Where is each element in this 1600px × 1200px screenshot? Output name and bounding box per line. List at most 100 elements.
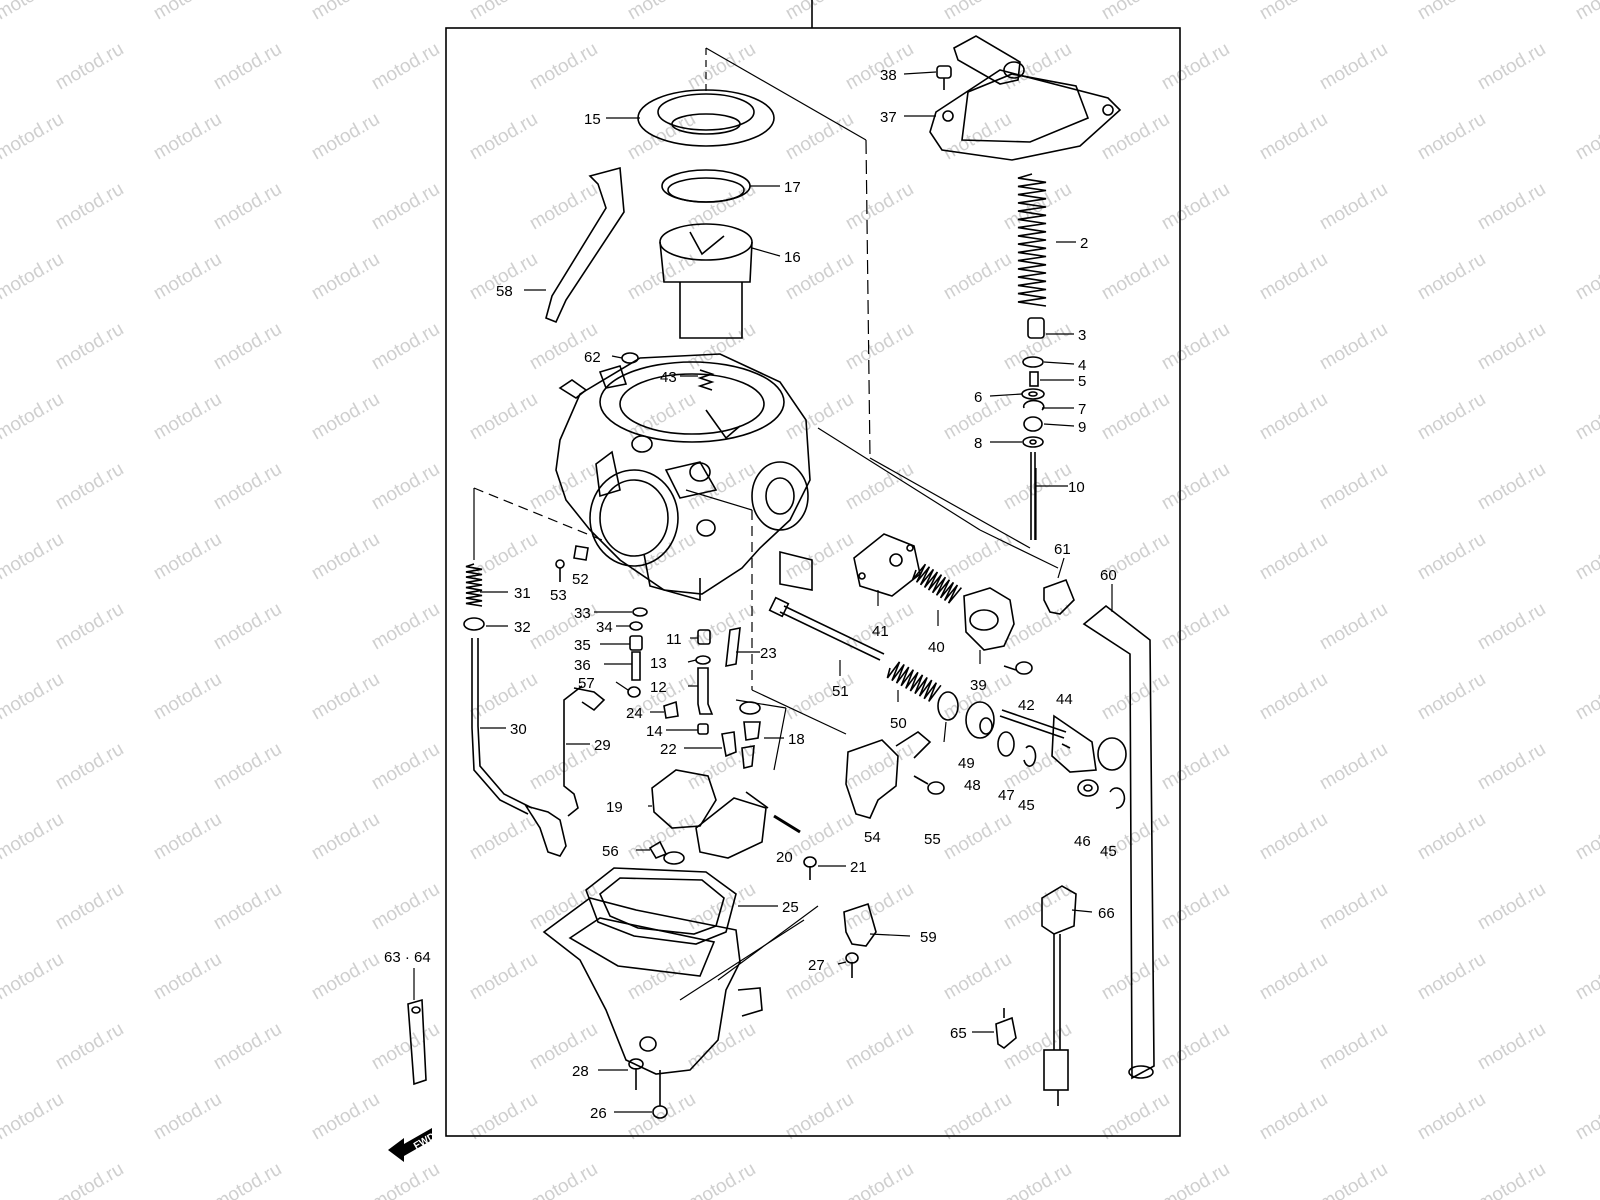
watermark-text: motod.ru	[526, 1159, 601, 1200]
watermark-text: motod.ru	[210, 179, 285, 235]
watermark-text: motod.ru	[1158, 1019, 1233, 1075]
jets-11-14	[663, 627, 741, 735]
watermark-text: motod.ru	[1158, 179, 1233, 235]
spring-31	[465, 563, 483, 607]
rod-29	[563, 685, 606, 817]
watermark-text: motod.ru	[1316, 1019, 1391, 1075]
watermark-text: motod.ru	[1256, 0, 1331, 24]
watermark-text: motod.ru	[210, 739, 285, 795]
watermark-text: motod.ru	[0, 0, 67, 24]
watermark-text: motod.ru	[624, 389, 699, 445]
screw-55	[913, 775, 945, 795]
watermark-text: motod.ru	[1414, 249, 1489, 305]
part-label-45a: 45	[1018, 797, 1035, 814]
watermark-text: motod.ru	[0, 529, 67, 585]
part-label-9: 9	[1078, 419, 1086, 436]
part-label-66: 66	[1098, 905, 1115, 922]
watermark-text: motod.ru	[684, 319, 759, 375]
watermark-text: motod.ru	[1474, 599, 1549, 655]
part-label-47: 47	[998, 787, 1015, 804]
watermark-text: motod.ru	[150, 109, 225, 165]
part-label-65: 65	[950, 1025, 967, 1042]
watermark-text: motod.ru	[1158, 39, 1233, 95]
watermark-text: motod.ru	[1158, 459, 1233, 515]
watermark-text: motod.ru	[1256, 249, 1331, 305]
part-label-57: 57	[578, 675, 595, 692]
part-label-30: 30	[510, 721, 527, 738]
part-label-21: 21	[850, 859, 867, 876]
watermark-text: motod.ru	[466, 949, 541, 1005]
part-label-18: 18	[788, 731, 805, 748]
watermark-text: motod.ru	[308, 529, 383, 585]
watermark-text: motod.ru	[52, 319, 127, 375]
watermark-text: motod.ru	[210, 319, 285, 375]
needle-parts-3-9	[1021, 317, 1045, 540]
watermark-text: motod.ru	[1256, 809, 1331, 865]
part-label-27: 27	[808, 957, 825, 974]
part-label-23: 23	[760, 645, 777, 662]
watermark-text: motod.ru	[782, 389, 857, 445]
watermark-text: motod.ru	[368, 599, 443, 655]
cable-30	[471, 638, 567, 857]
watermark-text: motod.ru	[1000, 1019, 1075, 1075]
screw-52	[573, 545, 589, 561]
watermark-text: motod.ru	[0, 669, 67, 725]
watermark-text: motod.ru	[1572, 0, 1600, 24]
part-label-13: 13	[650, 655, 667, 672]
watermark-text: motod.ru	[940, 249, 1015, 305]
watermark-text: motod.ru	[1316, 1159, 1391, 1200]
watermark-text: motod.ru	[52, 739, 127, 795]
sensor-54	[845, 731, 932, 819]
watermark-text: motod.ru	[1098, 949, 1173, 1005]
part-label-4: 4	[1078, 357, 1086, 374]
watermark-text: motod.ru	[940, 109, 1015, 165]
part-label-62: 62	[584, 349, 601, 366]
clamp-61	[1043, 578, 1075, 615]
watermark-text: motod.ru	[1572, 109, 1600, 165]
watermark-text: motod.ru	[150, 809, 225, 865]
screw-28	[628, 1058, 644, 1090]
part-label-22: 22	[660, 741, 677, 758]
watermark-text: motod.ru	[1098, 389, 1173, 445]
nut-48	[965, 701, 995, 739]
part-label-36: 36	[574, 657, 591, 674]
part-label-28: 28	[572, 1063, 589, 1080]
watermark-text: motod.ru	[368, 39, 443, 95]
watermark-text: motod.ru	[782, 109, 857, 165]
part-label-25: 25	[782, 899, 799, 916]
watermark-text: motod.ru	[842, 319, 917, 375]
watermark-text: motod.ru	[466, 809, 541, 865]
watermark-text: motod.ru	[1474, 319, 1549, 375]
part-label-53: 53	[550, 587, 567, 604]
bracket-59	[843, 902, 877, 947]
part-label-33: 33	[574, 605, 591, 622]
plug-53	[555, 559, 565, 582]
diagram-frame	[445, 0, 1181, 1137]
fwd-arrow: FWD	[388, 1128, 437, 1162]
screw-21	[803, 856, 817, 880]
part-label-6: 6	[974, 389, 982, 406]
watermark-text: motod.ru	[368, 1159, 443, 1200]
carburetor-body	[555, 353, 813, 602]
part-label-31: 31	[514, 585, 531, 602]
watermark-text: motod.ru	[624, 109, 699, 165]
watermark-text: motod.ru	[308, 109, 383, 165]
part-label-26: 26	[590, 1105, 607, 1122]
watermark-text: motod.ru	[1572, 389, 1600, 445]
watermark-text: motod.ru	[842, 1159, 917, 1200]
watermark-text: motod.ru	[1316, 319, 1391, 375]
watermark-text: motod.ru	[52, 879, 127, 935]
watermark-text: motod.ru	[1158, 1159, 1233, 1200]
watermark-text: motod.ru	[52, 179, 127, 235]
watermark-text: motod.ru	[150, 949, 225, 1005]
watermark-text: motod.ru	[1256, 1089, 1331, 1145]
watermark-text: motod.ru	[1474, 1159, 1549, 1200]
part-label-19: 19	[606, 799, 623, 816]
watermark-text: motod.ru	[940, 0, 1015, 24]
part-drawings	[407, 35, 1155, 1119]
watermark-text: motod.ru	[1000, 1159, 1075, 1200]
watermark-text: motod.ru	[1316, 179, 1391, 235]
watermark-text: motod.ru	[0, 949, 67, 1005]
part-label-48: 48	[964, 777, 981, 794]
